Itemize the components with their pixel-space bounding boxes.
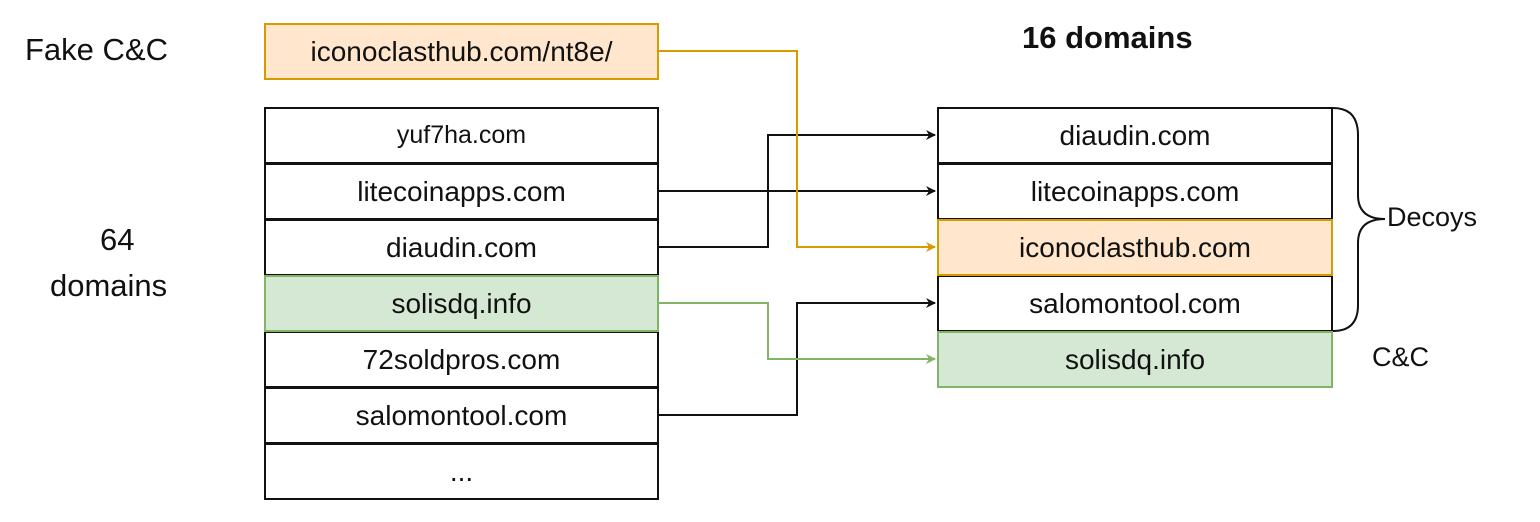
left-count-number: 64 [100,222,135,257]
left-domain-row: diaudin.com [264,219,659,276]
cc-label: C&C [1372,342,1430,372]
right-domain-row-fake-cc: iconoclasthub.com [937,219,1333,276]
right-domain-row: diaudin.com [937,107,1333,164]
arrow-fake-cc [659,50,936,252]
right-title: 16 domains [1022,20,1193,55]
left-count-label: domains [50,268,168,303]
arrow-solisdq [659,302,936,364]
decoys-label: Decoys [1387,202,1478,232]
left-domain-row: 72soldpros.com [264,331,659,388]
right-domain-row: litecoinapps.com [937,163,1333,220]
fake-cc-box: iconoclasthub.com/nt8e/ [264,23,659,80]
left-domain-row: litecoinapps.com [264,163,659,220]
left-domain-row-cc: solisdq.info [264,275,659,332]
left-domain-row-ellipsis: ... [264,443,659,500]
fake-cc-label: Fake C&C [25,32,168,67]
left-domain-row: yuf7ha.com [264,107,659,164]
right-domain-row: salomontool.com [937,275,1333,332]
right-domain-row-cc: solisdq.info [937,331,1333,388]
decoys-brace [1332,107,1386,332]
left-domain-row: salomontool.com [264,387,659,444]
